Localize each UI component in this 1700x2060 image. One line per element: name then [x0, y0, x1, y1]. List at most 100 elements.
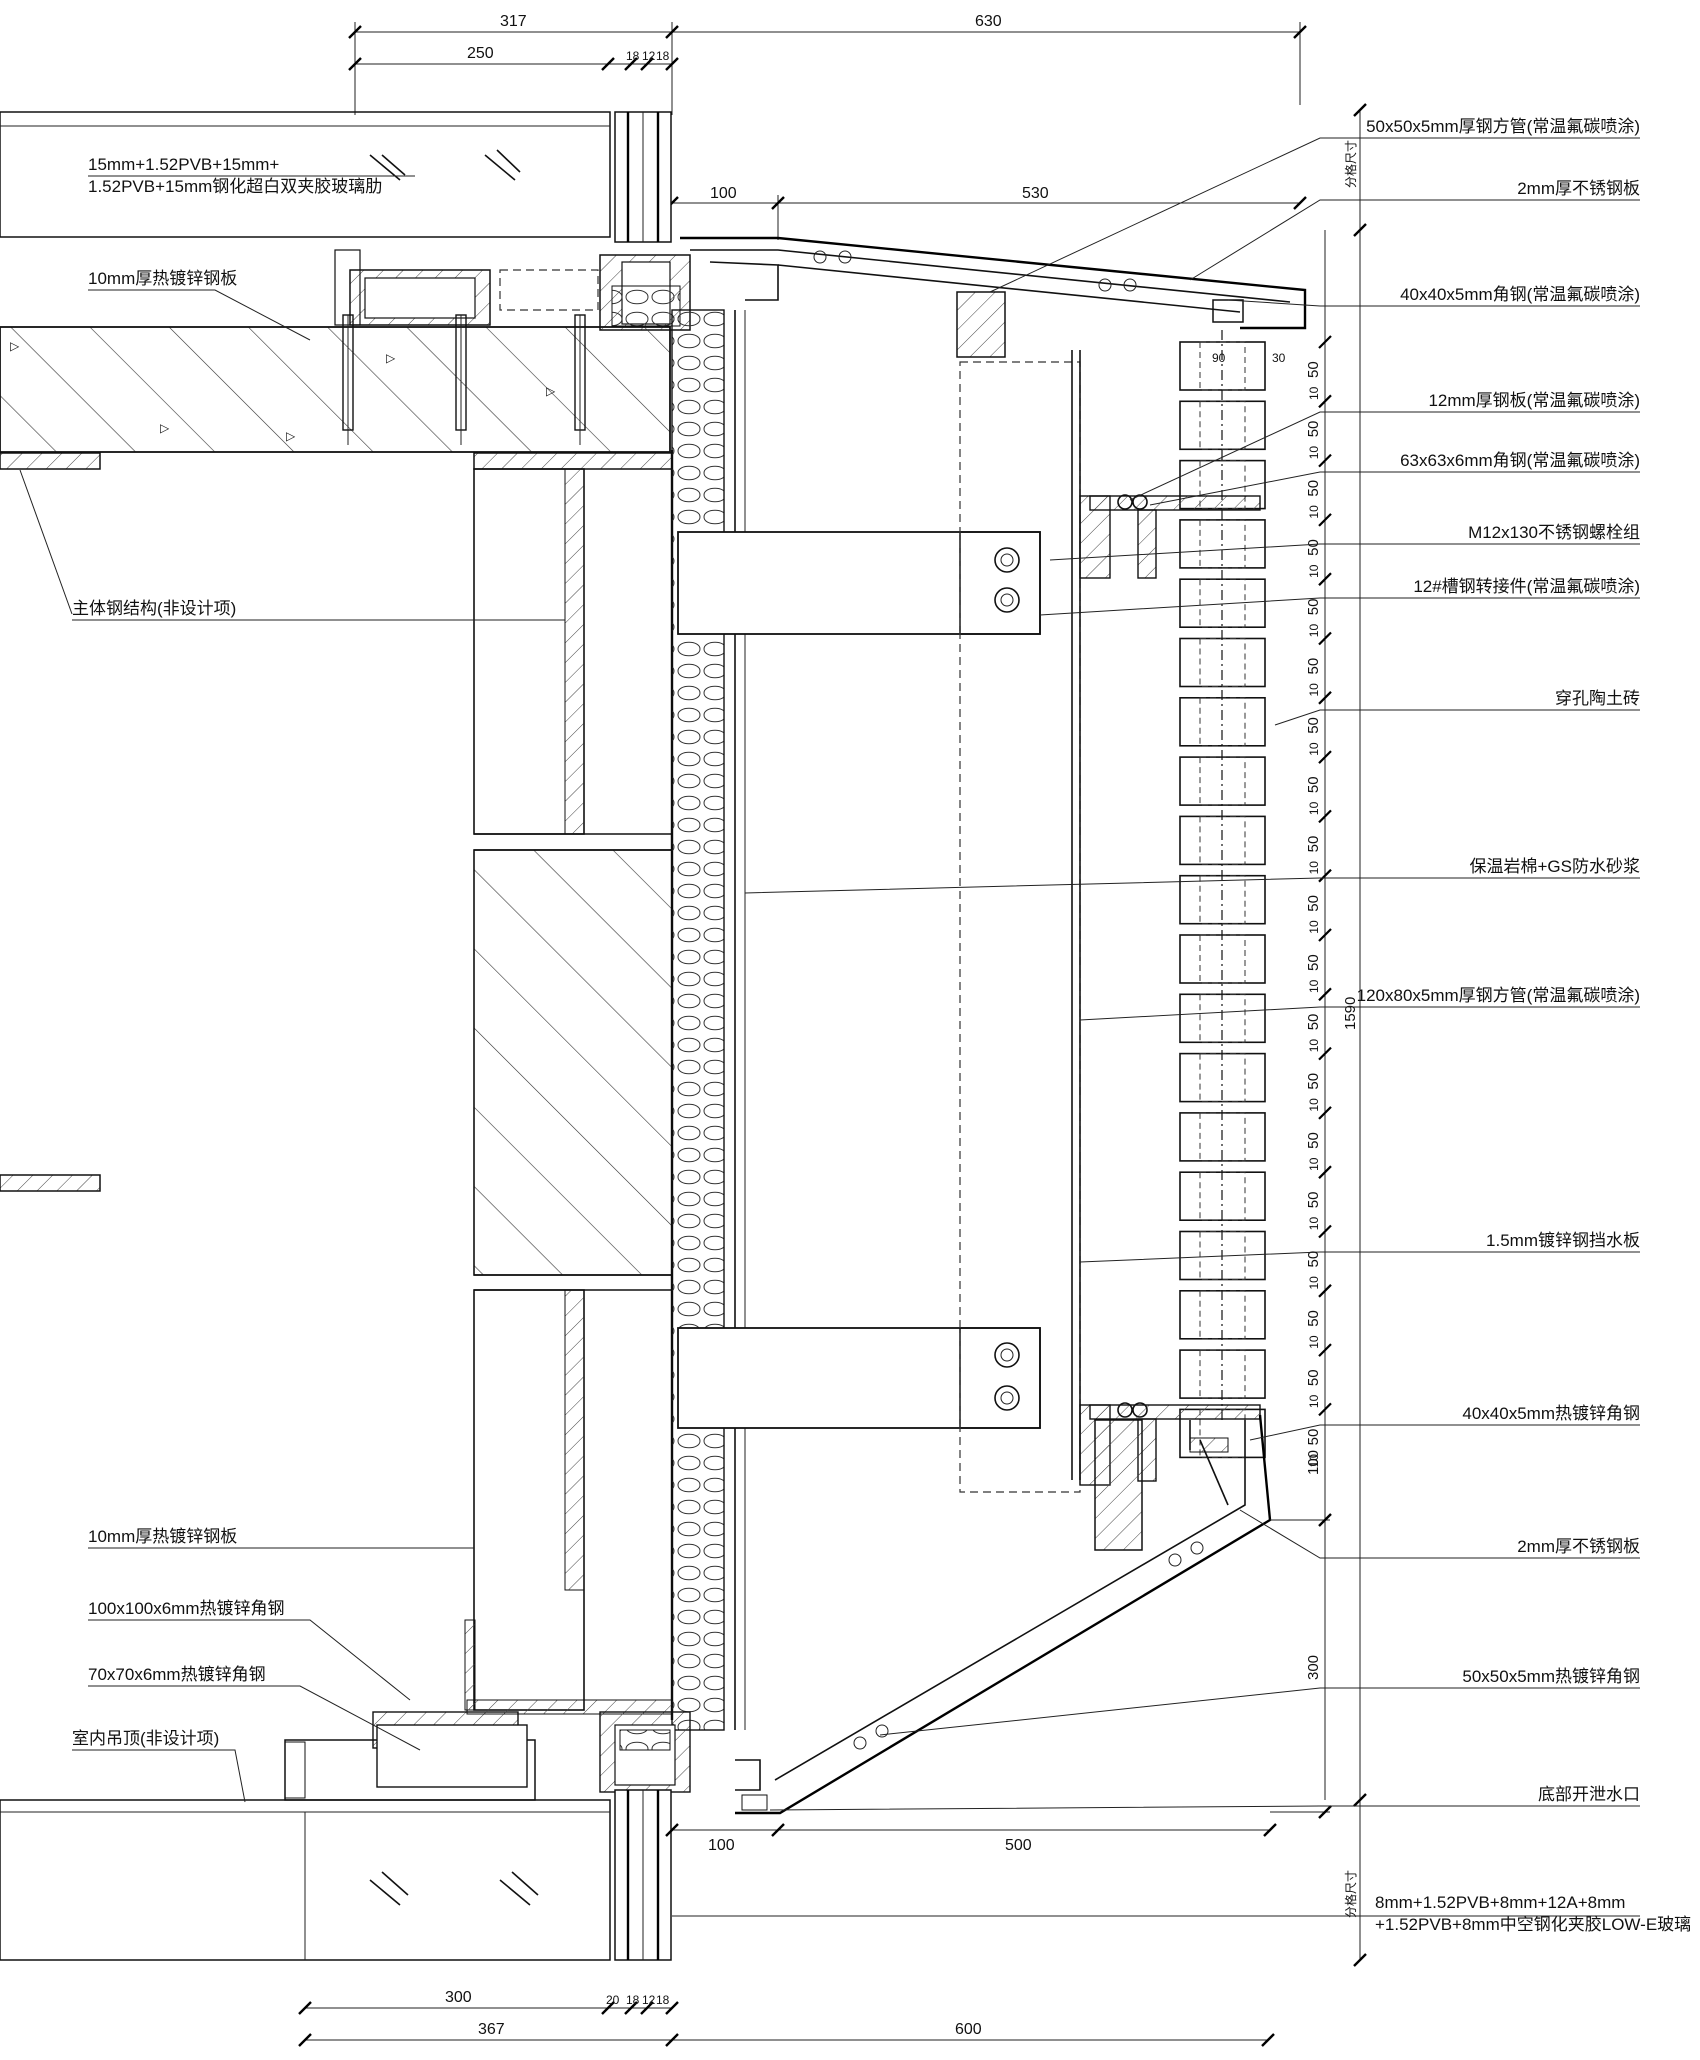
right-callout-label: 1.5mm镀锌钢挡水板	[1486, 1231, 1640, 1250]
grid-tick	[1318, 1224, 1332, 1239]
right-callout-label: 50x50x5mm厚钢方管(常温氟碳喷涂)	[1366, 117, 1640, 136]
callout-leader	[1129, 411, 1640, 501]
dim-100-right: 100	[1305, 1450, 1322, 1475]
grid-dim-50: 50	[1305, 480, 1322, 497]
glass-bottom-label: 8mm+1.52PVB+8mm+12A+8mm +1.52PVB+8mm中空钢化…	[672, 1893, 1691, 1934]
label-glass-bottom-2: +1.52PVB+8mm中空钢化夹胶LOW-E玻璃	[1375, 1915, 1691, 1934]
grid-dim-10: 10	[1307, 801, 1321, 815]
grid-tick	[1318, 513, 1332, 527]
grid-dim-10: 10	[1307, 861, 1321, 875]
grid-dim-10: 10	[1307, 1454, 1321, 1468]
grid-dim-10: 10	[1307, 1157, 1321, 1171]
grid-dim-50: 50	[1305, 599, 1322, 616]
grid-dim-50: 50	[1305, 1310, 1322, 1327]
callout-leader	[1049, 543, 1640, 561]
dim-18b-top: 18	[656, 49, 670, 63]
grid-dim-50: 50	[1305, 717, 1322, 734]
grid-dim-50: 50	[1305, 421, 1322, 438]
grid-dim-10: 10	[1307, 1217, 1321, 1231]
callout-leader	[1189, 199, 1640, 281]
bottom-soffit	[735, 1414, 1272, 1815]
grid-dim-10: 10	[1307, 683, 1321, 697]
grid-tick	[1318, 453, 1332, 468]
callout-leader	[1039, 597, 1640, 616]
bottom-dimensions: 100 500 300 20 18 12 18 367 600	[298, 1823, 1277, 2047]
right-callout-label: 40x40x5mm热镀锌角钢	[1462, 1404, 1640, 1423]
dim-18-top: 18	[626, 49, 640, 63]
top-cap-flashing	[680, 236, 1307, 358]
grid-dim-50: 50	[1305, 954, 1322, 971]
grid-tick	[1318, 987, 1332, 1002]
label-glass-top-1: 15mm+1.52PVB+15mm+	[88, 155, 279, 174]
dim-100-bottom: 100	[708, 1837, 735, 1854]
grid-dim-10: 10	[1307, 1098, 1321, 1112]
grid-dim-50: 50	[1305, 1073, 1322, 1090]
top-dimensions: 317 630 250 18 12 18 100 530	[348, 13, 1307, 240]
right-callout-label: 2mm厚不锈钢板	[1517, 179, 1640, 198]
top-concrete-slab: ▷ ▷ ▷ ▷ ▷	[0, 314, 671, 453]
right-callout-label: 保温岩棉+GS防水砂浆	[1470, 857, 1641, 876]
svg-text:▷: ▷	[546, 384, 556, 398]
callout-leader	[1227, 299, 1640, 307]
right-callout-label: 120x80x5mm厚钢方管(常温氟碳喷涂)	[1357, 986, 1640, 1005]
grid-dim-10: 10	[1307, 979, 1321, 993]
bottom-glass	[0, 1789, 672, 1961]
grid-dim-50: 50	[1305, 658, 1322, 675]
dim-500: 500	[1005, 1837, 1032, 1854]
grid-dim-50: 50	[1305, 539, 1322, 556]
top-steel-plate	[0, 452, 673, 470]
callout-leader	[1249, 1424, 1640, 1441]
label-ceiling: 室内吊顶(非设计项)	[72, 1729, 219, 1748]
grid-dim-10: 10	[1307, 1276, 1321, 1290]
dim-12-top: 12	[642, 49, 656, 63]
label-main-structure: 主体钢结构(非设计项)	[72, 599, 236, 618]
grid-tick	[1318, 928, 1332, 942]
callout-leader	[1079, 1251, 1640, 1263]
grid-dim-50: 50	[1305, 1192, 1322, 1209]
right-callout-label: 底部开泄水口	[1538, 1785, 1640, 1804]
dim-30: 30	[1272, 351, 1286, 365]
label-glass-top-2: 1.52PVB+15mm钢化超白双夹胶玻璃肋	[88, 177, 382, 196]
grid-tick	[1318, 394, 1332, 409]
dim-300-right: 300	[1305, 1655, 1322, 1680]
grid-dim-10: 10	[1307, 1394, 1321, 1408]
svg-text:▷: ▷	[386, 351, 396, 365]
label-angle-100: 100x100x6mm热镀锌角钢	[88, 1599, 285, 1618]
grid-dim-50: 50	[1305, 1014, 1322, 1031]
callout-leader	[879, 1687, 1640, 1736]
grid-dim-50: 50	[1305, 1369, 1322, 1386]
grid-dim-50: 50	[1305, 1429, 1322, 1446]
dim-367: 367	[478, 2021, 505, 2038]
grid-tick	[1318, 691, 1332, 705]
grid-dim-50: 50	[1305, 361, 1322, 378]
dim-600: 600	[955, 2021, 982, 2038]
grid-dim-10: 10	[1307, 386, 1321, 400]
main-steel-structure	[0, 450, 674, 1720]
dim-250: 250	[467, 45, 494, 62]
terracotta-brick	[1179, 519, 1266, 569]
right-callout-label: 12#槽钢转接件(常温氟碳喷涂)	[1413, 577, 1640, 596]
grid-tick	[1318, 750, 1332, 764]
grid-dim-50: 50	[1305, 1251, 1322, 1268]
dim-530: 530	[1022, 185, 1049, 202]
dim-300: 300	[445, 1989, 472, 2006]
grid-tick	[1318, 572, 1332, 586]
grid-dim-50: 50	[1305, 776, 1322, 793]
right-callout-label: 63x63x6mm角钢(常温氟碳喷涂)	[1400, 451, 1640, 470]
right-callout-label: 2mm厚不锈钢板	[1517, 1537, 1640, 1556]
grid-dim-10: 10	[1307, 564, 1321, 578]
left-labels: 15mm+1.52PVB+15mm+ 1.52PVB+15mm钢化超白双夹胶玻璃…	[19, 155, 565, 1803]
grid-dim-10: 10	[1307, 1335, 1321, 1349]
callout-leader	[769, 1805, 1640, 1811]
label-steel-plate-top: 10mm厚热镀锌钢板	[88, 269, 237, 288]
grid-dim-10: 10	[1307, 920, 1321, 934]
svg-text:▷: ▷	[160, 421, 170, 435]
svg-text:▷: ▷	[10, 339, 20, 353]
grid-tick	[1318, 868, 1332, 883]
callout-leader	[1239, 1509, 1640, 1559]
grid-tick	[1318, 335, 1332, 349]
grid-tick	[1318, 1046, 1332, 1061]
right-callout-label: 12mm厚钢板(常温氟碳喷涂)	[1428, 391, 1640, 410]
grid-dim-10: 10	[1307, 1039, 1321, 1053]
channel-bracket-lower	[677, 1327, 1041, 1429]
